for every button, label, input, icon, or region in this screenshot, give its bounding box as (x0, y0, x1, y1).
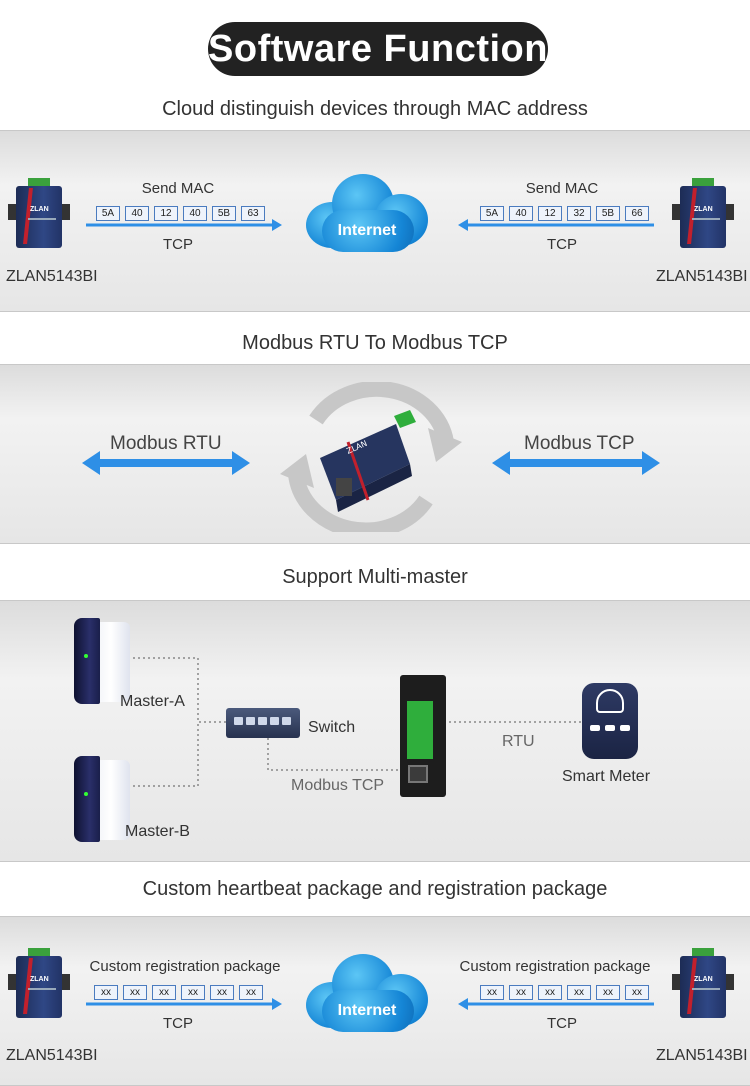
package-byte: xx (181, 985, 205, 1000)
package-chips-right: xx xx xx xx xx xx (480, 985, 649, 1000)
arrow-right-icon (86, 998, 282, 1010)
mac-byte: 12 (154, 206, 178, 221)
modbus-rtu-label: Modbus RTU (110, 433, 222, 454)
internet-cloud-icon: Internet (302, 946, 432, 1036)
switch-label: Switch (308, 719, 356, 736)
modbus-tcp-link-label: Modbus TCP (291, 777, 385, 794)
device-icon: ZLAN (672, 948, 734, 1020)
package-byte: xx (152, 985, 176, 1000)
cloud-label: Internet (337, 222, 397, 239)
mac-chips-left: 5A 40 12 40 5B 63 (96, 206, 265, 221)
device-icon: ZLAN (8, 948, 70, 1020)
mac-byte: 5A (480, 206, 504, 221)
registration-label-right: Custom registration package (459, 958, 651, 975)
package-byte: xx (596, 985, 620, 1000)
section-heading-text: Modbus RTU To Modbus TCP (242, 332, 508, 354)
tcp-label-right: TCP (547, 236, 577, 253)
mac-byte: 63 (241, 206, 265, 221)
internet-cloud-icon: Internet (302, 166, 432, 256)
device-icon: ZLAN (8, 178, 70, 250)
cloud-label: Internet (337, 1002, 397, 1019)
conversion-cycle-icon: ZLAN (280, 382, 462, 532)
mac-byte: 66 (625, 206, 649, 221)
arrow-left-icon (458, 219, 654, 231)
send-mac-label-left: Send MAC (141, 180, 215, 197)
arrow-left-icon (458, 998, 654, 1010)
device-label-right: ZLAN5143BI (656, 1047, 748, 1064)
mac-byte: 40 (125, 206, 149, 221)
master-server-icon (74, 756, 130, 842)
modbus-tcp-label: Modbus TCP (524, 433, 635, 454)
device-label-left: ZLAN5143BI (6, 1047, 98, 1064)
package-byte: xx (123, 985, 147, 1000)
mac-byte: 5B (212, 206, 236, 221)
double-arrow-icon (492, 451, 660, 475)
master-server-icon (74, 618, 130, 704)
package-byte: xx (239, 985, 263, 1000)
arrow-right-icon (86, 219, 282, 231)
package-byte: xx (480, 985, 504, 1000)
device-label-left: ZLAN5143BI (6, 268, 98, 285)
package-chips-left: xx xx xx xx xx xx (94, 985, 263, 1000)
master-a-label: Master-A (120, 693, 185, 710)
mac-chips-right: 5A 40 12 32 5B 66 (480, 206, 649, 221)
mac-byte: 32 (567, 206, 591, 221)
section-heading-text: Cloud distinguish devices through MAC ad… (162, 98, 588, 120)
device-icon: ZLAN (672, 178, 734, 250)
section-heading-text: Custom heartbeat package and registratio… (142, 878, 608, 900)
device-label-right: ZLAN5143BI (656, 268, 748, 285)
package-byte: xx (567, 985, 591, 1000)
package-byte: xx (94, 985, 118, 1000)
connection-lines (128, 657, 584, 787)
mac-byte: 5B (596, 206, 620, 221)
registration-label-left: Custom registration package (89, 958, 281, 975)
mac-byte: 5A (96, 206, 120, 221)
tcp-label-right: TCP (547, 1015, 577, 1032)
package-byte: xx (509, 985, 533, 1000)
double-arrow-icon (82, 451, 250, 475)
package-byte: xx (625, 985, 649, 1000)
mac-byte: 40 (509, 206, 533, 221)
tcp-label-left: TCP (163, 1015, 193, 1032)
master-b-label: Master-B (125, 823, 190, 840)
send-mac-label-right: Send MAC (525, 180, 599, 197)
smart-meter-icon (582, 683, 638, 759)
switch-icon (226, 708, 300, 738)
package-byte: xx (538, 985, 562, 1000)
tcp-label-left: TCP (163, 236, 193, 253)
smart-meter-label: Smart Meter (562, 768, 651, 785)
rtu-link-label: RTU (502, 733, 535, 750)
page-title: Software Function (208, 22, 548, 76)
gateway-device-icon (400, 675, 446, 797)
section-heading-text: Support Multi-master (282, 566, 468, 588)
mac-byte: 12 (538, 206, 562, 221)
package-byte: xx (210, 985, 234, 1000)
mac-byte: 40 (183, 206, 207, 221)
